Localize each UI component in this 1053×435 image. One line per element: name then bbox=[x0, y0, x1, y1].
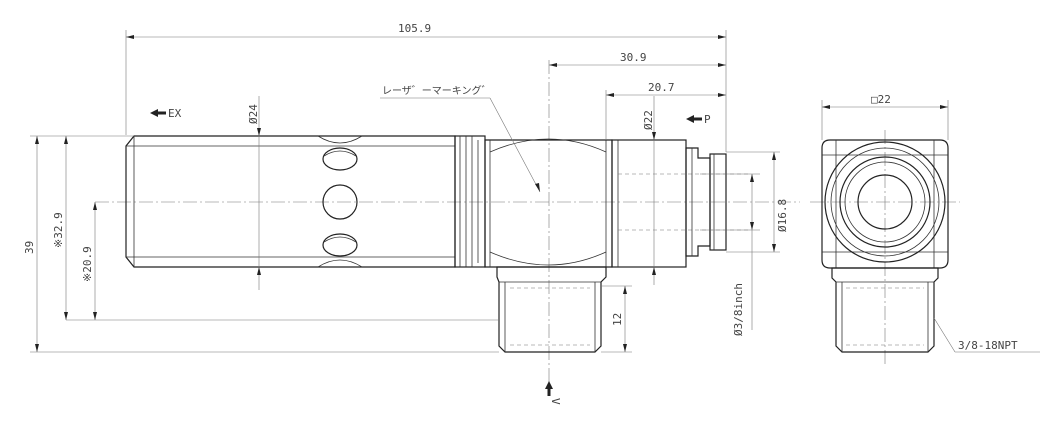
exhaust-arrow-icon bbox=[150, 109, 166, 117]
exhaust-hole-upper bbox=[322, 147, 358, 171]
pressure-arrow-icon bbox=[686, 115, 702, 123]
dim-square: □22 bbox=[871, 93, 891, 106]
silencer-body bbox=[125, 135, 456, 268]
side-view bbox=[95, 60, 800, 385]
dim-silencer-diameter: Ø24 bbox=[247, 104, 260, 124]
end-dimensions: □22 3/8-18NPT bbox=[821, 93, 1040, 353]
label-laser-marking: レーザ゛ーマーキング゛ bbox=[382, 84, 492, 97]
dim-overall-height: 39 bbox=[23, 241, 36, 254]
dim-port-to-body-center: 30.9 bbox=[620, 51, 647, 64]
dim-height-1: ※32.9 bbox=[52, 212, 65, 248]
end-view bbox=[810, 130, 960, 365]
dim-thread-length: 12 bbox=[611, 313, 624, 326]
dim-overall-length: 105.9 bbox=[398, 22, 431, 35]
dim-tube-size: Ø3/8inch bbox=[732, 283, 745, 336]
end-view-outer-ring bbox=[824, 141, 946, 263]
exhaust-hole-lower bbox=[322, 233, 358, 257]
end-view-collet bbox=[839, 156, 931, 248]
barrel-body bbox=[484, 139, 613, 268]
dim-thread-spec: 3/8-18NPT bbox=[958, 339, 1018, 352]
vacuum-arrow-icon bbox=[545, 381, 553, 396]
threaded-port bbox=[496, 266, 607, 353]
dim-height-2: ※20.9 bbox=[81, 246, 94, 282]
label-vacuum-port: V bbox=[549, 398, 562, 405]
exhaust-hole-center bbox=[322, 184, 358, 220]
side-dimensions: 105.9 30.9 20.7 レーザ゛ーマーキング゛ EX P Ø24 Ø22 bbox=[23, 22, 789, 405]
end-view-square-body bbox=[821, 139, 949, 269]
fitting-body bbox=[611, 139, 687, 268]
label-pressure-port: P bbox=[704, 113, 711, 126]
release-sleeve bbox=[709, 153, 727, 251]
end-view-tube-bore bbox=[857, 174, 913, 230]
dim-tube-diameter: Ø16.8 bbox=[776, 199, 789, 232]
collar-ring bbox=[454, 135, 486, 268]
exhaust-slot-top bbox=[317, 135, 363, 144]
label-exhaust-port: EX bbox=[168, 107, 182, 120]
dim-fitting-length: 20.7 bbox=[648, 81, 675, 94]
dim-body-diameter: Ø22 bbox=[642, 110, 655, 130]
exhaust-slot-bottom bbox=[317, 259, 363, 268]
